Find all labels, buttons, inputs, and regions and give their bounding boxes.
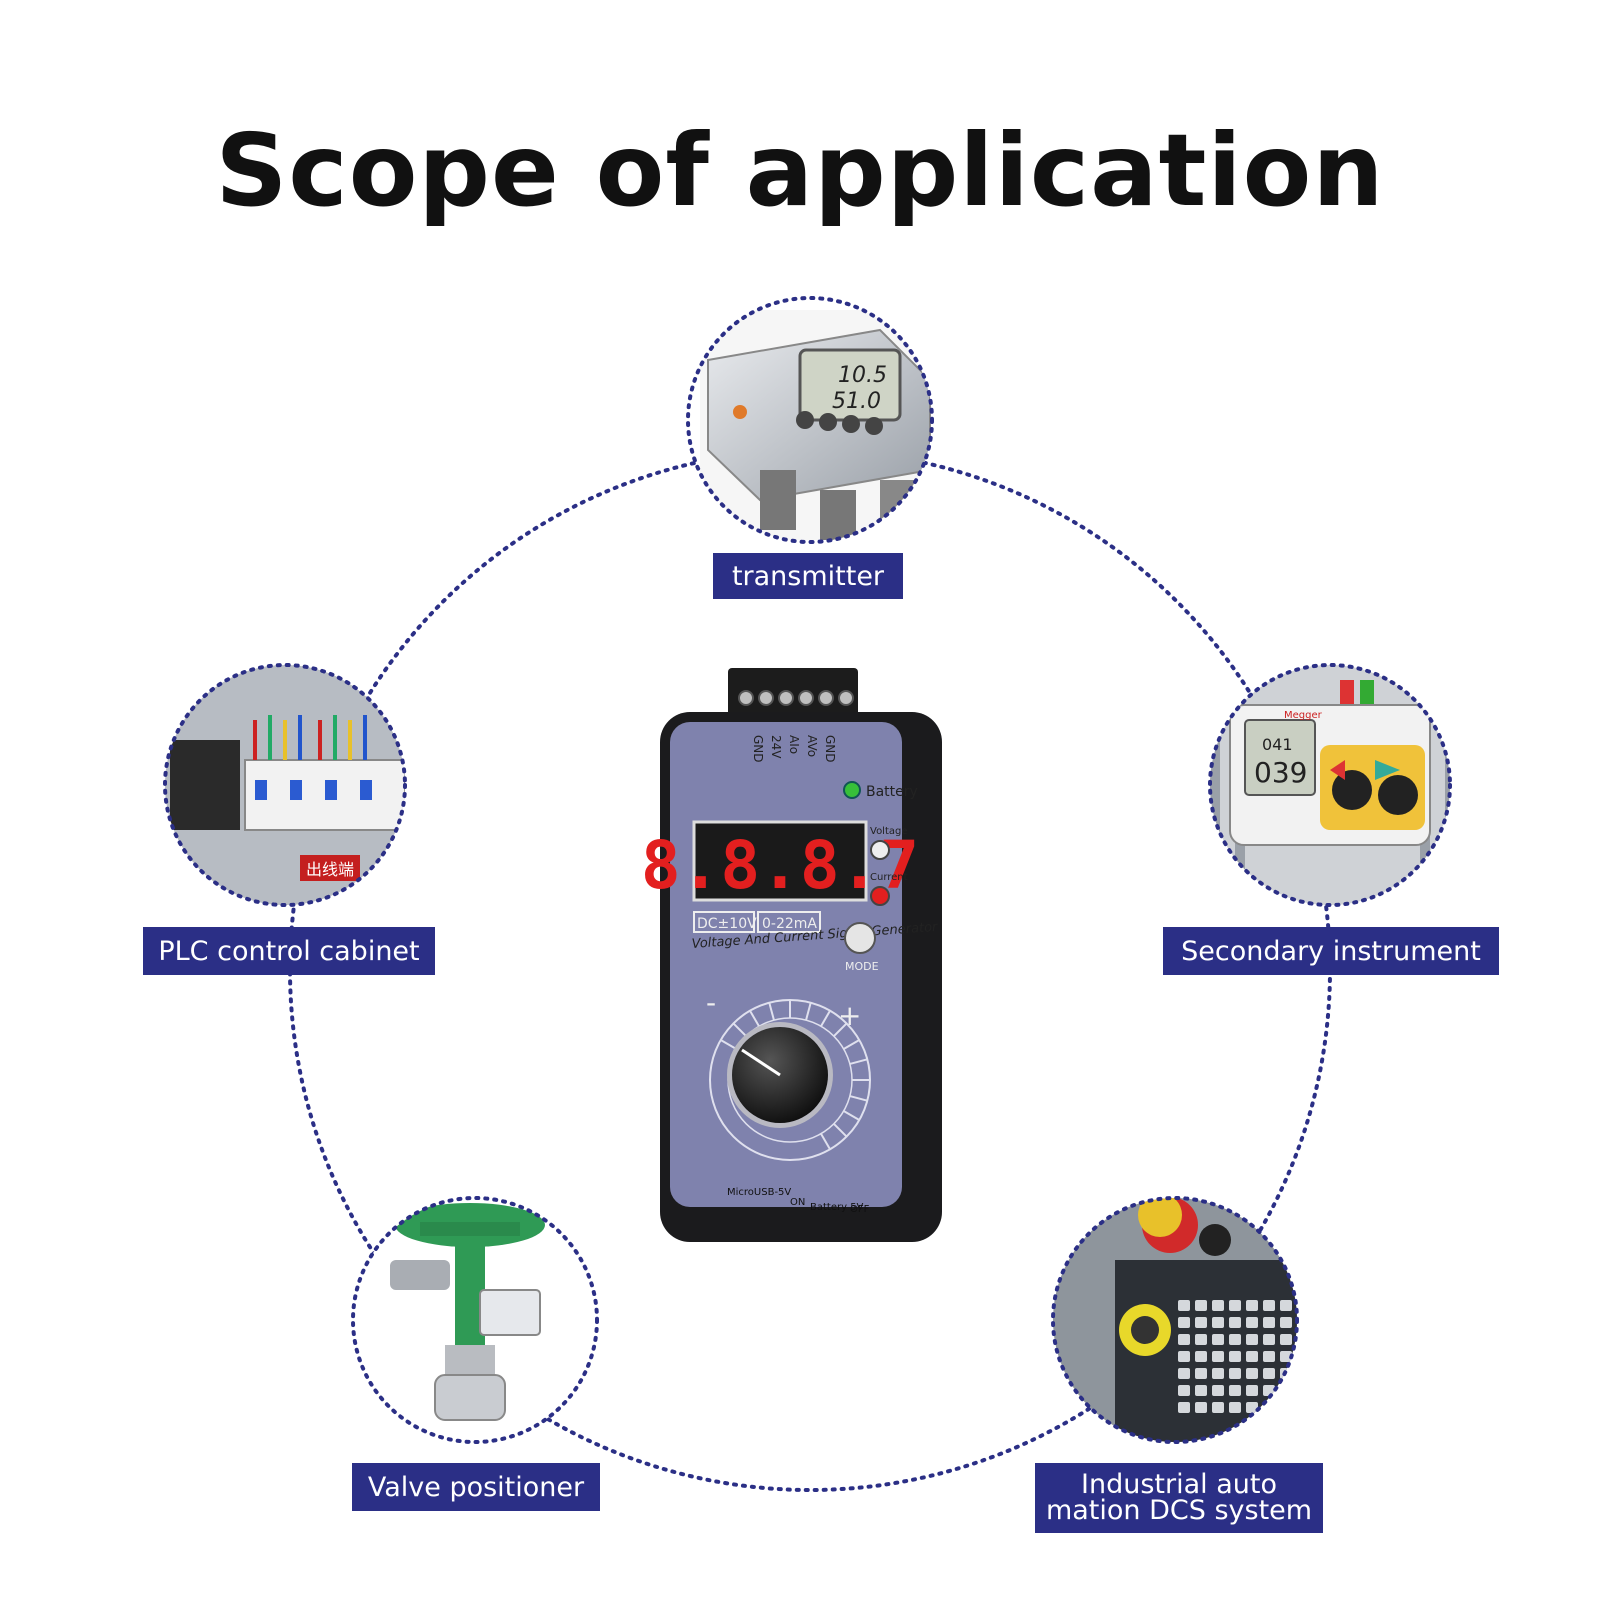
dial-tick	[820, 1133, 831, 1150]
keypad-key	[1246, 1317, 1258, 1328]
keypad-key	[1280, 1300, 1292, 1311]
keypad-key	[1178, 1300, 1190, 1311]
keypad-key	[1280, 1385, 1292, 1396]
label-plc-control-cabinet: PLC control cabinet	[143, 927, 435, 975]
mode-label: MODE	[845, 960, 879, 973]
terminal-label: GND	[751, 735, 765, 763]
keypad-key	[1246, 1402, 1258, 1413]
range-voltage: DC±10V	[697, 916, 757, 932]
keypad-key	[1212, 1334, 1224, 1345]
keypad-key	[1246, 1334, 1258, 1345]
multimeter-photo: 041 039 Megger	[1208, 663, 1452, 907]
keypad-key	[1246, 1368, 1258, 1379]
cabinet-sign: 出线端	[306, 860, 354, 879]
keypad-key	[1178, 1385, 1190, 1396]
meter-reading-2: 039	[1254, 756, 1307, 789]
battery-label: Battery	[866, 784, 918, 800]
plus-sign: +	[838, 999, 861, 1032]
keypad-key	[1280, 1334, 1292, 1345]
keypad-key	[1229, 1334, 1241, 1345]
dcs-panel-photo	[1051, 1196, 1299, 1444]
keypad-key	[1263, 1300, 1275, 1311]
keypad-key	[1280, 1351, 1292, 1362]
label-secondary-instrument: Secondary instrument	[1163, 927, 1499, 975]
keypad-key	[1195, 1402, 1207, 1413]
keypad-key	[1212, 1368, 1224, 1379]
label-valve-positioner: Valve positioner	[352, 1463, 600, 1511]
keypad-key	[1229, 1402, 1241, 1413]
dial-tick	[805, 1002, 812, 1021]
terminal-label: AVo	[805, 735, 819, 757]
keypad-key	[1195, 1334, 1207, 1345]
minus-sign: -	[706, 986, 716, 1019]
switch-mid-label: Battery 5V	[810, 1202, 864, 1213]
page-title: Scope of application	[215, 112, 1385, 229]
dial-tick	[749, 1010, 760, 1027]
transmitter-reading-2: 51.0	[832, 389, 881, 414]
label-industrial-automation: Industrial auto mation DCS system	[1035, 1463, 1323, 1533]
label-industrial-automation-line2: mation DCS system	[1045, 1495, 1313, 1526]
keypad-key	[1212, 1402, 1224, 1413]
plc-cabinet-photo: 出线端	[163, 663, 407, 907]
keypad-key	[1229, 1351, 1241, 1362]
range-current: 0-22mA	[762, 916, 817, 932]
keypad-key	[1178, 1334, 1190, 1345]
dial-tick	[768, 1002, 775, 1021]
keypad-key	[1280, 1402, 1292, 1413]
usb-label: MicroUSB-5V	[727, 1187, 791, 1198]
voltage-label: Voltage	[870, 826, 908, 837]
keypad-key	[1212, 1300, 1224, 1311]
keypad-key	[1263, 1317, 1275, 1328]
keypad-key	[1229, 1385, 1241, 1396]
control-valve-photo	[351, 1196, 599, 1444]
dial-tick	[849, 1095, 868, 1102]
dial-tick	[720, 1039, 737, 1050]
keypad-key	[1229, 1368, 1241, 1379]
switch-on-label: ON	[790, 1197, 805, 1208]
terminal-label: AIo	[787, 735, 801, 754]
keypad-key	[1178, 1368, 1190, 1379]
dial-tick	[843, 1110, 860, 1121]
dial-tick	[820, 1010, 831, 1027]
dial-tick	[833, 1022, 848, 1037]
keypad-key	[1212, 1385, 1224, 1396]
keypad-key	[1246, 1385, 1258, 1396]
keypad-key	[1229, 1317, 1241, 1328]
keypad-key	[1229, 1300, 1241, 1311]
keypad-key	[1263, 1368, 1275, 1379]
keypad-key	[1195, 1300, 1207, 1311]
switch-off-label: OFF	[850, 1204, 870, 1215]
keypad-key	[1178, 1317, 1190, 1328]
label-industrial-automation-line1: Industrial auto	[1081, 1469, 1277, 1500]
meter-brand: Megger	[1284, 710, 1323, 721]
keypad-key	[1195, 1351, 1207, 1362]
terminal-label: 24V	[769, 735, 783, 759]
keypad-key	[1246, 1351, 1258, 1362]
keypad-key	[1212, 1351, 1224, 1362]
keypad-key	[1263, 1385, 1275, 1396]
keypad-key	[1246, 1300, 1258, 1311]
keypad-key	[1195, 1385, 1207, 1396]
dial-tick	[833, 1123, 848, 1138]
meter-reading-1: 041	[1262, 735, 1293, 754]
dial-tick	[849, 1058, 868, 1065]
label-transmitter: transmitter	[713, 553, 903, 599]
terminal-label: GND	[823, 735, 837, 763]
keypad-key	[1212, 1317, 1224, 1328]
keypad-key	[1178, 1402, 1190, 1413]
dial-tick	[732, 1022, 747, 1037]
dial-tick	[843, 1039, 860, 1050]
transmitter-reading-1: 10.5	[838, 363, 887, 388]
keypad-key	[1195, 1317, 1207, 1328]
keypad-key	[1263, 1334, 1275, 1345]
keypad-key	[1195, 1368, 1207, 1379]
keypad-key	[1178, 1351, 1190, 1362]
keypad-key	[1263, 1351, 1275, 1362]
current-label: Current	[870, 872, 908, 883]
transmitter-photo: 10.5 51.0	[686, 296, 934, 544]
keypad-key	[1280, 1317, 1292, 1328]
